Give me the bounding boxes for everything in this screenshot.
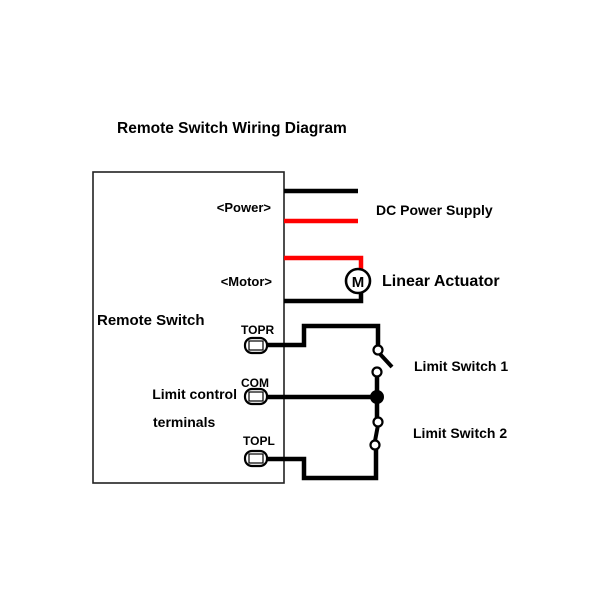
motor-wire-red — [284, 255, 364, 270]
remote-switch-label: Remote Switch — [97, 312, 205, 329]
motor-symbol: M — [352, 274, 365, 291]
motor-wire-black — [284, 291, 364, 304]
limit-switch-1-contact-top — [372, 344, 384, 356]
limit-switch-1-label: Limit Switch 1 — [414, 358, 508, 374]
motor-icon: M — [344, 267, 372, 295]
topr-wire — [267, 323, 381, 348]
motor-label: <Motor> — [221, 274, 273, 289]
remote-switch-box — [92, 171, 285, 484]
limit-switch-2-contact-top — [372, 416, 384, 428]
terminal-label-com: COM — [241, 376, 269, 390]
diagram-title: Remote Switch Wiring Diagram — [117, 120, 347, 137]
dc-power-supply-label: DC Power Supply — [376, 202, 493, 218]
terminal-topl — [243, 449, 269, 468]
topl-wire — [267, 449, 379, 481]
limit-switch-2-contact-bottom — [369, 439, 381, 451]
terminal-com — [243, 387, 269, 406]
limit-switch-1-contact-bottom — [371, 366, 383, 378]
limit-switch-1-lever — [378, 352, 394, 369]
terminal-label-topl: TOPL — [243, 434, 275, 448]
junction-node — [370, 390, 384, 404]
limit-switch-2-lever — [373, 424, 380, 442]
limit-switch-2-label: Limit Switch 2 — [413, 425, 507, 441]
linear-actuator-label: Linear Actuator — [382, 273, 500, 290]
limit-control-label: Limit control — [152, 386, 237, 402]
terminal-topr — [243, 336, 269, 355]
power-label: <Power> — [217, 200, 272, 215]
limit-terminals-label: terminals — [153, 414, 215, 430]
terminal-label-topr: TOPR — [241, 323, 274, 337]
